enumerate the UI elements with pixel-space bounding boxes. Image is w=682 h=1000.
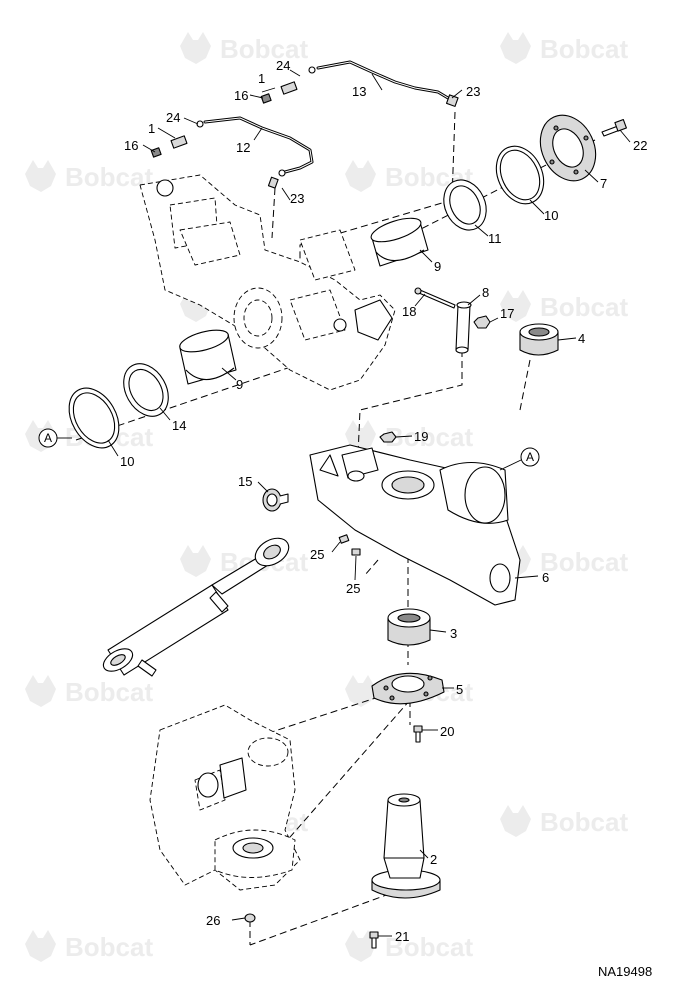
- watermark-text: Bobcat: [220, 34, 308, 64]
- reference-marker-right: A: [499, 447, 540, 471]
- callout-10: 10: [544, 208, 558, 223]
- callout-9: 9: [236, 377, 243, 392]
- ring-14: [123, 363, 169, 417]
- reference-marker-label: A: [526, 450, 534, 464]
- callout-3: 3: [450, 626, 457, 641]
- callout-20: 20: [440, 724, 454, 739]
- callout-16: 16: [234, 88, 248, 103]
- watermark: Bobcat: [25, 675, 153, 707]
- ring-11: [443, 179, 487, 231]
- callout-5: 5: [456, 682, 463, 697]
- nut-17: [473, 315, 491, 329]
- flange-5: [371, 672, 445, 705]
- callout-24: 24: [166, 110, 180, 125]
- callout-1: 1: [148, 121, 155, 136]
- callout-16: 16: [124, 138, 138, 153]
- callout-6: 6: [542, 570, 549, 585]
- cover-plate-7: [539, 114, 597, 182]
- callout-9: 9: [434, 259, 441, 274]
- drawing-number: NA19498: [598, 964, 652, 979]
- bobcat-head-icon: [25, 675, 56, 707]
- watermark: Bobcat: [500, 290, 628, 322]
- axle-housing-6: [309, 444, 521, 606]
- bushing-9-lower: [179, 329, 237, 385]
- cap-15: [262, 488, 289, 512]
- callout-23: 23: [290, 191, 304, 206]
- callout-23: 23: [466, 84, 480, 99]
- callout-21: 21: [395, 929, 409, 944]
- callout-25: 25: [310, 547, 324, 562]
- callout-13: 13: [352, 84, 366, 99]
- bolt-18: [414, 287, 456, 309]
- callout-7: 7: [600, 176, 607, 191]
- bolt-22: [601, 118, 627, 137]
- watermark-text: Bobcat: [540, 547, 628, 577]
- plug-26: [244, 913, 256, 923]
- bolt-20: [413, 725, 423, 743]
- callout-12: 12: [236, 140, 250, 155]
- watermark-text: Bobcat: [65, 677, 153, 707]
- callout-22: 22: [633, 138, 647, 153]
- callout-26: 26: [206, 913, 220, 928]
- bobcat-head-icon: [180, 545, 211, 577]
- callouts: 1 24 16 13 23 1 24 16 12 23 22 7 10 11 9…: [120, 58, 647, 944]
- callout-2: 2: [430, 852, 437, 867]
- watermark: Bobcat: [500, 32, 628, 64]
- callout-15: 15: [238, 474, 252, 489]
- callout-17: 17: [500, 306, 514, 321]
- bobcat-head-icon: [180, 32, 211, 64]
- callout-4: 4: [578, 331, 585, 346]
- fitting-19: [379, 431, 397, 443]
- chassis-frame: [139, 174, 396, 391]
- fitting-25-lower: [351, 548, 361, 556]
- reference-marker-label: A: [44, 431, 52, 445]
- steering-cylinder: [102, 537, 290, 677]
- bobcat-head-icon: [345, 675, 376, 707]
- watermark-text: Bobcat: [540, 292, 628, 322]
- hydraulic-tube-12: [150, 116, 314, 189]
- bobcat-head-icon: [500, 805, 531, 837]
- hydraulic-tube-13: [260, 60, 459, 107]
- bobcat-head-icon: [345, 160, 376, 192]
- watermark-text: Bobcat: [65, 932, 153, 962]
- pin-8: [455, 301, 472, 354]
- watermark: Bobcat: [25, 930, 153, 962]
- watermark: Bobcat: [180, 32, 308, 64]
- bearing-3: [387, 608, 431, 646]
- bushing-9-upper: [370, 217, 429, 267]
- bobcat-head-icon: [25, 160, 56, 192]
- bearing-4: [519, 323, 559, 356]
- watermark-text: Bobcat: [385, 932, 473, 962]
- callout-11: 11: [488, 231, 502, 246]
- callout-8: 8: [482, 285, 489, 300]
- callout-25: 25: [346, 581, 360, 596]
- watermark: Bobcat: [500, 805, 628, 837]
- callout-19: 19: [414, 429, 428, 444]
- watermark: Bobcat: [25, 160, 153, 192]
- callout-10: 10: [120, 454, 134, 469]
- fitting-25-upper: [338, 534, 350, 544]
- bobcat-head-icon: [25, 930, 56, 962]
- reference-marker-left: A: [38, 428, 72, 448]
- ring-10-lower: [68, 387, 120, 449]
- ring-10-upper: [495, 145, 545, 205]
- watermark-text: Bobcat: [65, 162, 153, 192]
- watermark-text: Bobcat: [540, 34, 628, 64]
- bolt-21: [369, 931, 379, 949]
- lower-frame: [149, 704, 301, 891]
- bobcat-head-icon: [500, 32, 531, 64]
- watermark-text: Bobcat: [540, 807, 628, 837]
- watermark: Bobcat: [345, 930, 473, 962]
- callout-24: 24: [276, 58, 290, 73]
- callout-18: 18: [402, 304, 416, 319]
- callout-14: 14: [172, 418, 186, 433]
- callout-1: 1: [258, 71, 265, 86]
- spindle-2: [371, 793, 441, 899]
- leader-lines: [107, 69, 631, 937]
- watermark: Bobcat: [500, 545, 628, 577]
